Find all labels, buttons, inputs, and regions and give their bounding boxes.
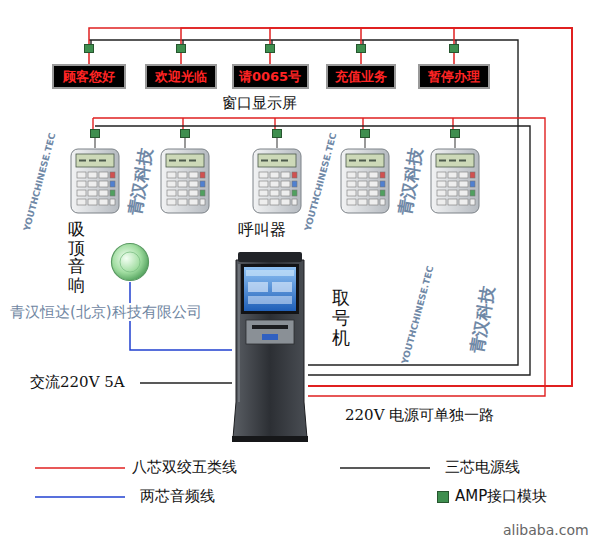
display-text: 顾客您好 — [63, 68, 115, 86]
site-watermark: alibaba.com — [503, 522, 589, 539]
data-cable — [89, 28, 572, 386]
display-text: 请0065号 — [239, 68, 301, 86]
amp-module — [273, 130, 282, 138]
kiosk-label: 取号机 — [332, 288, 350, 347]
window-display: 顾客您好 — [52, 64, 126, 89]
amp-module — [357, 45, 366, 53]
amp-module — [450, 45, 459, 53]
data-cable — [308, 28, 572, 386]
data-cable — [270, 28, 572, 386]
amp-module — [177, 45, 186, 53]
display-text: 暂停办理 — [428, 68, 480, 86]
ceiling-speaker: 吸顶音响 — [110, 242, 150, 282]
brand-watermark: 青汉科技 — [394, 147, 426, 218]
caller-device — [71, 149, 119, 213]
legend-line-sample — [35, 467, 125, 469]
legend-text: 两芯音频线 — [140, 487, 215, 505]
speaker-cone — [112, 244, 149, 281]
connector-layer — [89, 28, 572, 386]
mains-wire — [140, 382, 232, 383]
url-watermark: YOUTHCHINESE.TEC — [400, 265, 437, 365]
amp-module — [361, 130, 370, 138]
display-text: 欢迎光临 — [155, 68, 207, 86]
window-display: 欢迎光临 — [145, 64, 217, 89]
window-display: 请0065号 — [232, 64, 309, 89]
amp-module — [85, 45, 94, 53]
data-cable — [308, 28, 572, 386]
legend-text: 八芯双绞五类线 — [132, 458, 237, 476]
caller-device — [341, 149, 389, 213]
caller-device — [431, 149, 479, 213]
amp-module — [181, 130, 190, 138]
company-watermark: 青汉恒达(北京)科技有限公司 — [8, 303, 204, 321]
speaker-illustration — [110, 242, 150, 282]
kiosk-illustration — [232, 252, 308, 442]
caller-stems — [95, 138, 455, 148]
caller-power-bus — [95, 126, 530, 375]
amp-modules — [85, 45, 460, 138]
legend-line-sample — [35, 496, 125, 498]
caller-device — [161, 149, 209, 213]
url-watermark: YOUTHCHINESE.TEC — [22, 132, 59, 232]
ticket-kiosk: 取号机 — [232, 252, 308, 442]
window-display: 充值业务 — [326, 64, 396, 89]
amp-module — [91, 130, 100, 138]
speaker-label: 吸顶音响 — [68, 220, 85, 295]
window-display: 暂停办理 — [418, 64, 490, 89]
power-note: 220V 电源可单独一路 — [345, 406, 494, 424]
legend-text: 三芯电源线 — [445, 458, 520, 476]
display-row-label: 窗口显示屏 — [222, 94, 297, 112]
brand-watermark: 青汉科技 — [466, 285, 498, 356]
legend-swatch — [437, 491, 449, 503]
legend-text: AMP接口模块 — [455, 487, 547, 505]
display-text: 充值业务 — [335, 68, 387, 86]
caller-label: 呼叫器 — [238, 220, 286, 239]
legend-line-sample — [340, 467, 430, 469]
amp-module — [266, 45, 275, 53]
url-watermark: YOUTHCHINESE.TEC — [303, 132, 340, 232]
brand-watermark: 青汉科技 — [124, 147, 156, 218]
caller-device — [253, 149, 301, 213]
kiosk-body — [232, 252, 308, 442]
caller-data-bus — [93, 118, 545, 396]
amp-module — [451, 130, 460, 138]
power-input-label: 交流220V 5A — [30, 373, 125, 391]
